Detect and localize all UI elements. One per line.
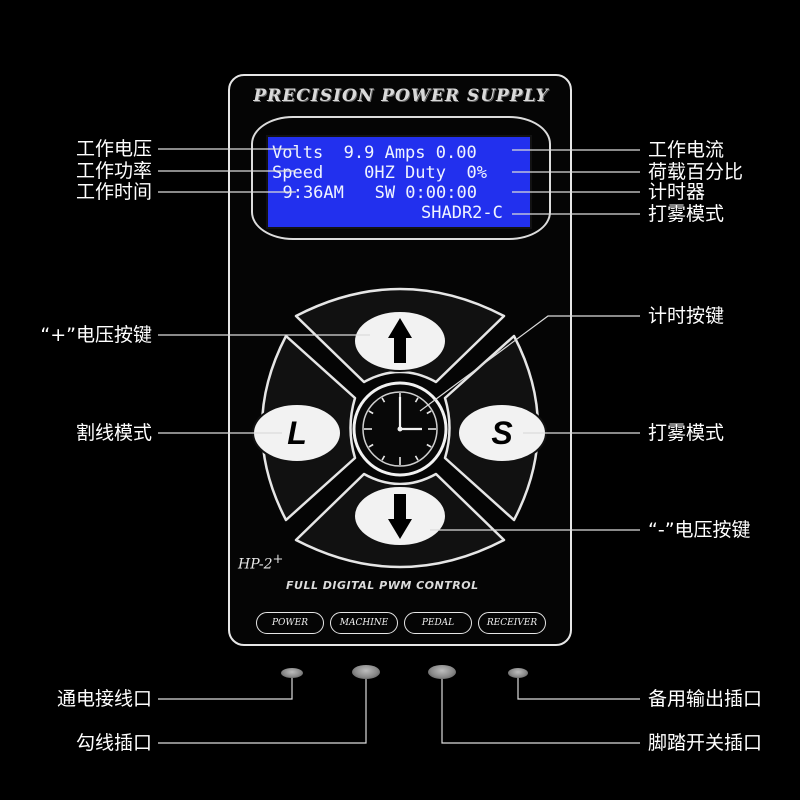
callout-machine-jack: 勾线插口 [75, 732, 152, 754]
port-machine: MACHINE [330, 612, 398, 634]
clock-tick [426, 410, 432, 415]
arrow-down-icon [388, 494, 412, 539]
callout-timer-button: 计时按键 [648, 305, 725, 327]
port-pedal: PEDAL [404, 612, 472, 634]
lcd-line-speed: Speed 0HZ Duty 0% [272, 163, 487, 183]
timer-button[interactable] [352, 381, 448, 477]
callout-duty: 荷载百分比 [648, 161, 744, 183]
port-power: POWER [256, 612, 324, 634]
lcd-screen [266, 135, 532, 229]
callout-current: 工作电流 [648, 139, 725, 161]
lcd-line-time: 9:36AM SW 0:00:00 [262, 183, 477, 203]
callout-minus-button: “-”电压按键 [648, 519, 751, 541]
callout-shader-button: 打雾模式 [648, 422, 725, 444]
callout-receiver-jack: 备用输出插口 [648, 688, 763, 710]
power-jack[interactable] [281, 668, 303, 678]
arrow-up-icon [388, 318, 412, 363]
port-receiver: RECEIVER [478, 612, 546, 634]
callout-lines [158, 148, 640, 744]
clock-tick [414, 397, 419, 403]
receiver-jack[interactable] [508, 668, 528, 678]
lcd-line-volts: Volts 9.9 Amps 0.00 [272, 143, 477, 163]
callout-power: 工作功率 [75, 160, 152, 182]
pwm-label: FULL DIGITAL PWM CONTROL [286, 579, 479, 592]
brand-title: PRECISION POWER SUPPLY [253, 86, 549, 106]
callout-pedal-jack: 脚踏开关插口 [648, 732, 763, 754]
lcd-bezel [251, 116, 551, 240]
callout-timer: 计时器 [648, 181, 706, 203]
callout-voltage: 工作电压 [75, 138, 152, 160]
callout-liner-mode: 割线模式 [75, 422, 152, 444]
clock-tick [381, 455, 386, 461]
machine-jack[interactable] [352, 665, 380, 679]
pedal-jack[interactable] [428, 665, 456, 679]
lcd-line-mode: SHADR2-C [421, 203, 503, 223]
callout-time: 工作时间 [75, 181, 152, 203]
clock-tick [368, 410, 374, 415]
callout-plus-button: “+”电压按键 [40, 324, 152, 346]
clock-tick [381, 397, 386, 403]
clock-tick [368, 443, 374, 448]
model-label: HP-2+ [238, 552, 284, 573]
callout-power-jack: 通电接线口 [56, 688, 152, 710]
shader-mode-label: S [491, 415, 513, 451]
clock-tick [426, 443, 432, 448]
callout-shader-mode: 打雾模式 [648, 203, 725, 225]
clock-tick [414, 455, 419, 461]
liner-mode-label: L [287, 415, 307, 451]
